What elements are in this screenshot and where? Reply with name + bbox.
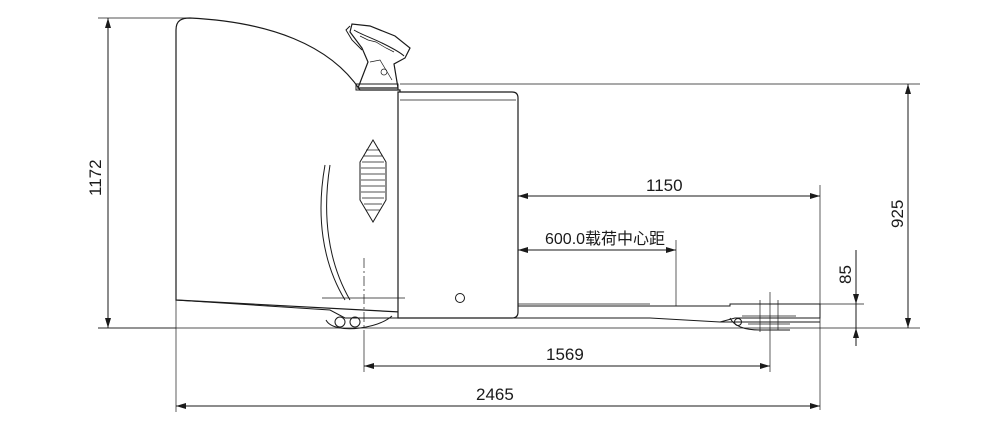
load-center-label: 600.0载荷中心距: [545, 230, 665, 248]
dimension-fork-length: 1150: [518, 176, 821, 410]
dimension-overall-length: 2465: [175, 300, 820, 412]
fork-length-label: 1150: [646, 176, 683, 195]
truck-body: [175, 17, 820, 323]
vent-grille: [359, 139, 387, 223]
dimension-wheelbase: 1569: [363, 332, 770, 372]
platform-height-label: 925: [888, 200, 907, 228]
overall-length-label: 2465: [476, 385, 514, 404]
tiller-handle: [345, 23, 411, 91]
fork-height-label: 85: [836, 265, 855, 284]
dimension-fork-height: 85: [820, 250, 864, 346]
dimension-platform-height: 925: [400, 83, 920, 328]
side-panel-curve: [320, 164, 351, 301]
dimension-load-center: 600.0载荷中心距: [518, 230, 677, 306]
wheelbase-label: 1569: [546, 345, 584, 364]
dimension-overall-height: 1172: [86, 17, 190, 329]
overall-height-label: 1172: [86, 159, 105, 196]
